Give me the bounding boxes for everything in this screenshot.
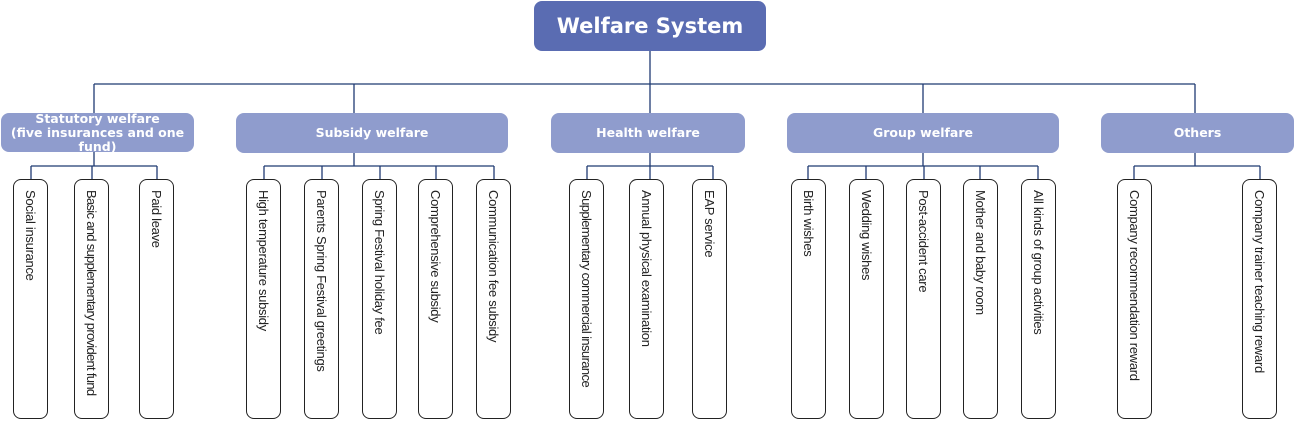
leaf-post-accident-care: Post-accident care (906, 179, 941, 419)
leaf-label: Supplementary commercial insurance (579, 190, 594, 388)
leaf-eap-service: EAP service (692, 179, 727, 419)
category-title: Health welfare (596, 125, 700, 140)
leaf-label: Wedding wishes (859, 190, 874, 281)
leaf-label: All kinds of group activities (1031, 190, 1046, 335)
category-health-welfare: Health welfare (551, 113, 745, 153)
leaf-label: Company trainer teaching reward (1252, 190, 1267, 373)
leaf-label: Paid leave (149, 190, 164, 248)
leaf-label: Social insurance (23, 190, 38, 281)
leaf-mother-and-baby-room: Mother and baby room (963, 179, 998, 419)
leaf-label: Company recommendation reward (1127, 190, 1142, 381)
leaf-label: High temperature subsidy (256, 190, 271, 331)
leaf-parents-spring-festival-greetings: Parents Spring Festival greetings (304, 179, 339, 419)
leaf-birth-wishes: Birth wishes (791, 179, 826, 419)
leaf-label: Communication fee subsidy (486, 190, 501, 343)
leaf-high-temperature-subsidy: High temperature subsidy (246, 179, 281, 419)
category-title: Group welfare (872, 125, 974, 140)
leaf-comprehensive-subsidy: Comprehensive subsidy (418, 179, 453, 419)
leaf-label: Spring Festival holiday fee (372, 190, 387, 335)
leaf-communication-fee-subsidy: Communication fee subsidy (476, 179, 511, 419)
leaf-provident-fund: Basic and supplementary provident fund (74, 179, 109, 419)
leaf-label: Comprehensive subsidy (428, 190, 443, 323)
leaf-company-trainer-teaching-reward: Company trainer teaching reward (1242, 179, 1277, 419)
leaf-label: Post-accident care (916, 190, 931, 293)
category-group-welfare: Group welfare (787, 113, 1059, 153)
leaf-paid-leave: Paid leave (139, 179, 174, 419)
leaf-label: Mother and baby room (973, 190, 988, 315)
leaf-supplementary-commercial-insurance: Supplementary commercial insurance (569, 179, 604, 419)
leaf-label: Parents Spring Festival greetings (314, 190, 329, 372)
root-node: Welfare System (534, 1, 766, 51)
leaf-label: Basic and supplementary provident fund (84, 190, 99, 396)
leaf-label: Birth wishes (801, 190, 816, 257)
leaf-social-insurance: Social insurance (13, 179, 48, 419)
category-others: Others (1101, 113, 1294, 153)
leaf-wedding-wishes: Wedding wishes (849, 179, 884, 419)
category-title: Others (1173, 125, 1222, 140)
category-title: Subsidy welfare (315, 125, 429, 140)
leaf-annual-physical-examination: Annual physical examination (629, 179, 664, 419)
category-statutory-welfare: Statutory welfare (five insurances and o… (1, 110, 194, 154)
leaf-label: Annual physical examination (639, 190, 654, 347)
category-subtitle: (five insurances and one fund) (10, 124, 185, 154)
leaf-group-activities: All kinds of group activities (1021, 179, 1056, 419)
category-subsidy-welfare: Subsidy welfare (236, 113, 508, 153)
leaf-label: EAP service (702, 190, 717, 258)
category-title: Statutory welfare (35, 110, 160, 126)
leaf-spring-festival-holiday-fee: Spring Festival holiday fee (362, 179, 397, 419)
leaf-company-recommendation-reward: Company recommendation reward (1117, 179, 1152, 419)
